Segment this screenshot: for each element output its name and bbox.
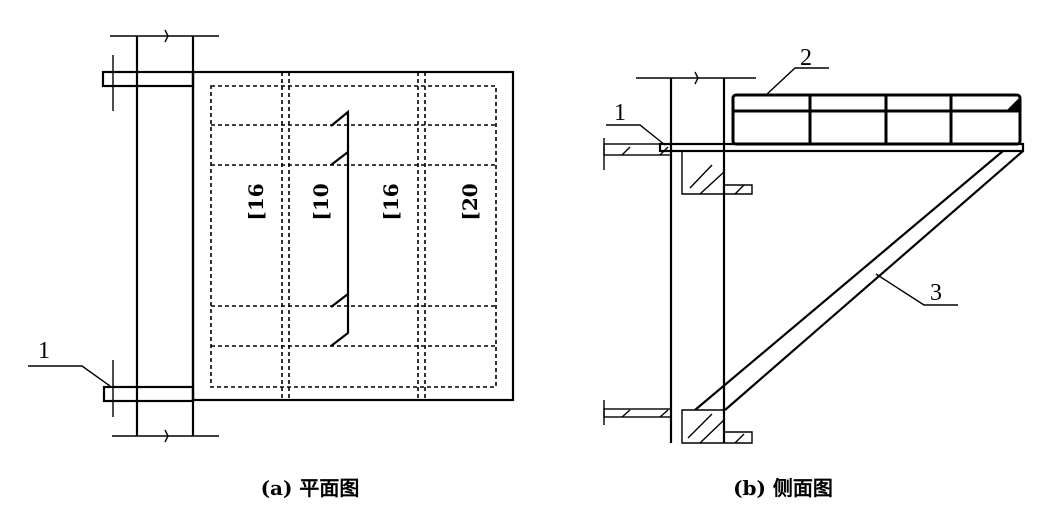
- side-view: 1 2 3: [603, 45, 1025, 444]
- anchor-ledge-top: [101, 70, 195, 88]
- hatching: [621, 409, 745, 444]
- grating-panel: [731, 93, 1022, 146]
- hidden-frame: [210, 85, 497, 388]
- callout-leader: [765, 67, 829, 96]
- callout-number: 3: [930, 280, 942, 306]
- callout-leader: [28, 365, 111, 387]
- side-view-caption: (b) 侧面图: [733, 476, 833, 500]
- plan-view: [16 [10 [16 [20 1: [28, 29, 515, 443]
- callout-number: 1: [614, 100, 626, 126]
- break-line-tick: [330, 151, 349, 166]
- hatching: [621, 146, 745, 195]
- platform-plate-outline: [191, 70, 515, 402]
- break-mark: [164, 429, 169, 443]
- break-mark: [164, 29, 169, 43]
- platform-beam: [658, 142, 1025, 153]
- diagonal-brace-inner: [694, 150, 1004, 411]
- diagonal-brace-outer: [724, 150, 1024, 411]
- bottom-bracket-block: [681, 409, 753, 444]
- callout-leader: [606, 124, 666, 146]
- top-bracket-block: [681, 150, 753, 195]
- section-label: [16: [244, 183, 268, 220]
- section-label: [16: [379, 183, 403, 220]
- break-line: [330, 109, 350, 347]
- break-mark: [694, 71, 699, 85]
- section-label: [10: [309, 183, 333, 220]
- callout-number: 1: [38, 338, 50, 364]
- plan-view-caption: (a) 平面图: [261, 476, 360, 500]
- callout-leader: [875, 273, 958, 306]
- callout-number: 2: [800, 45, 812, 71]
- grating-corner: [1006, 97, 1020, 111]
- anchor-ledge-bottom: [102, 385, 195, 403]
- section-label: [20: [458, 183, 482, 220]
- break-line-tick: [330, 293, 349, 308]
